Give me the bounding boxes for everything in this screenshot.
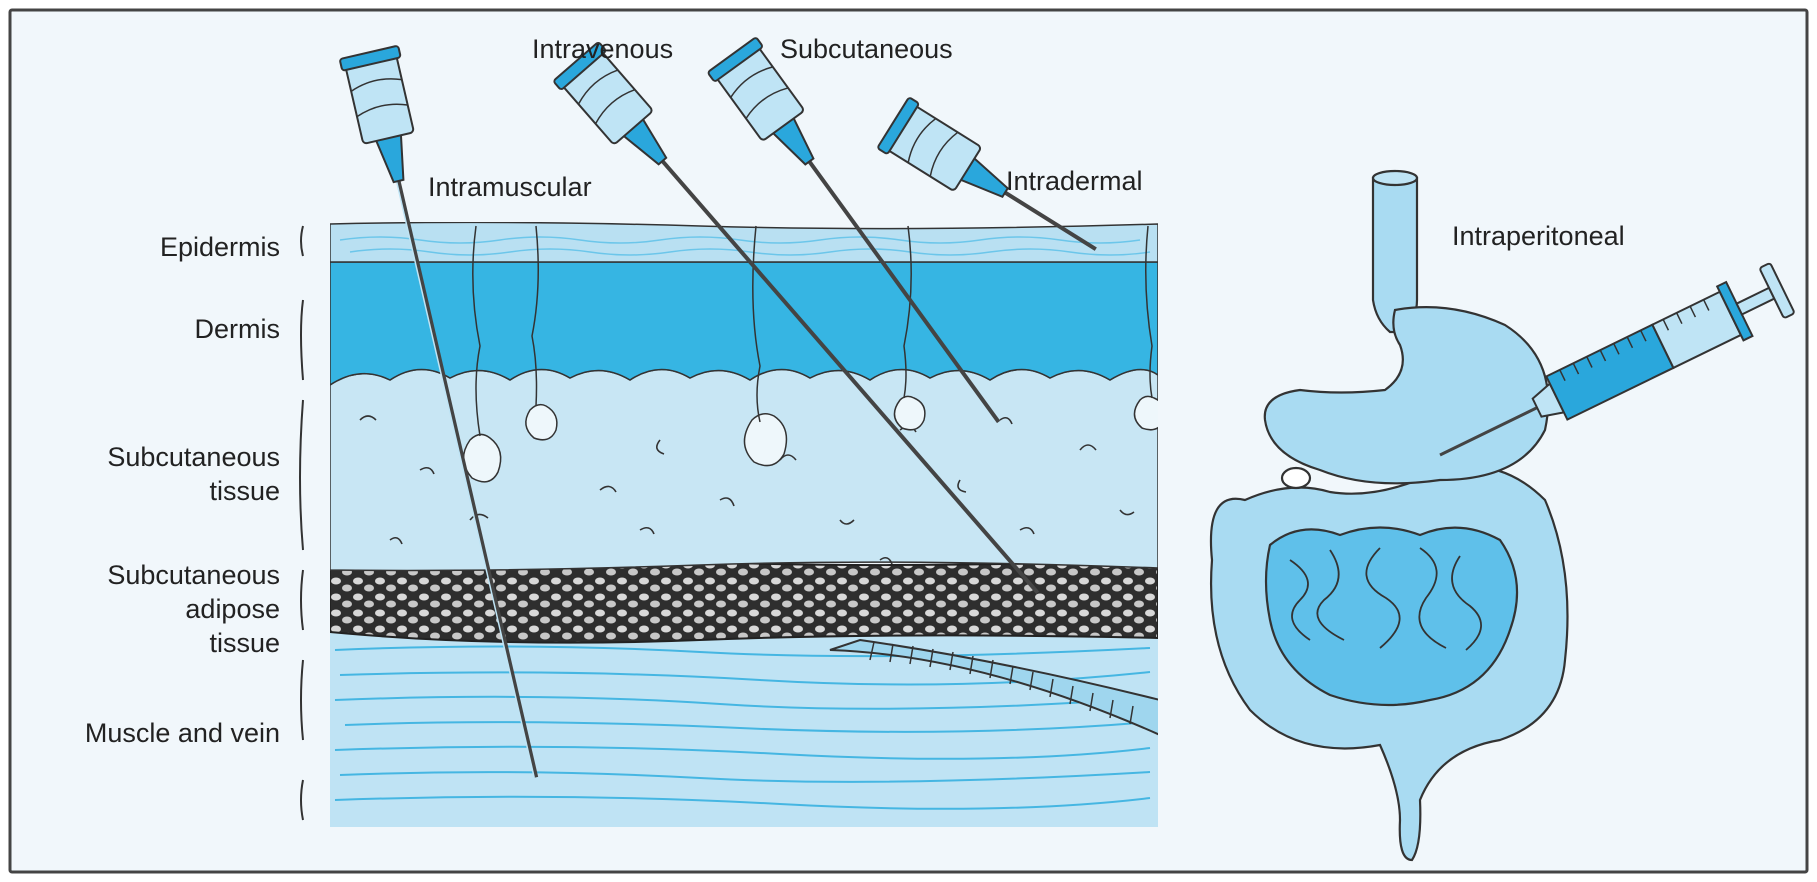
label-intravenous: Intravenous bbox=[532, 34, 673, 64]
duodenum-hole bbox=[1282, 468, 1310, 488]
skin-cross-section bbox=[330, 222, 1165, 830]
label-epidermis: Epidermis bbox=[160, 232, 280, 262]
esophagus-opening bbox=[1373, 171, 1417, 185]
label-intramuscular: Intramuscular bbox=[428, 172, 592, 202]
label-muscle-and-vein: Muscle and vein bbox=[85, 718, 280, 748]
label-adipose-line3: tissue bbox=[209, 628, 280, 658]
subcutaneous-tissue-layer bbox=[330, 369, 1158, 570]
label-dermis: Dermis bbox=[195, 314, 281, 344]
label-subcutaneous: Subcutaneous bbox=[780, 34, 953, 64]
dermis-layer bbox=[330, 262, 1158, 385]
label-adipose-line2: adipose bbox=[185, 594, 280, 624]
label-intradermal: Intradermal bbox=[1006, 166, 1143, 196]
label-adipose-line1: Subcutaneous bbox=[107, 560, 280, 590]
label-subcutaneous-tissue-line1: Subcutaneous bbox=[107, 442, 280, 472]
adipose-layer bbox=[330, 559, 1158, 643]
muscle-layer bbox=[330, 620, 1158, 830]
label-subcutaneous-tissue-line2: tissue bbox=[209, 476, 280, 506]
label-intraperitoneal: Intraperitoneal bbox=[1452, 221, 1625, 251]
